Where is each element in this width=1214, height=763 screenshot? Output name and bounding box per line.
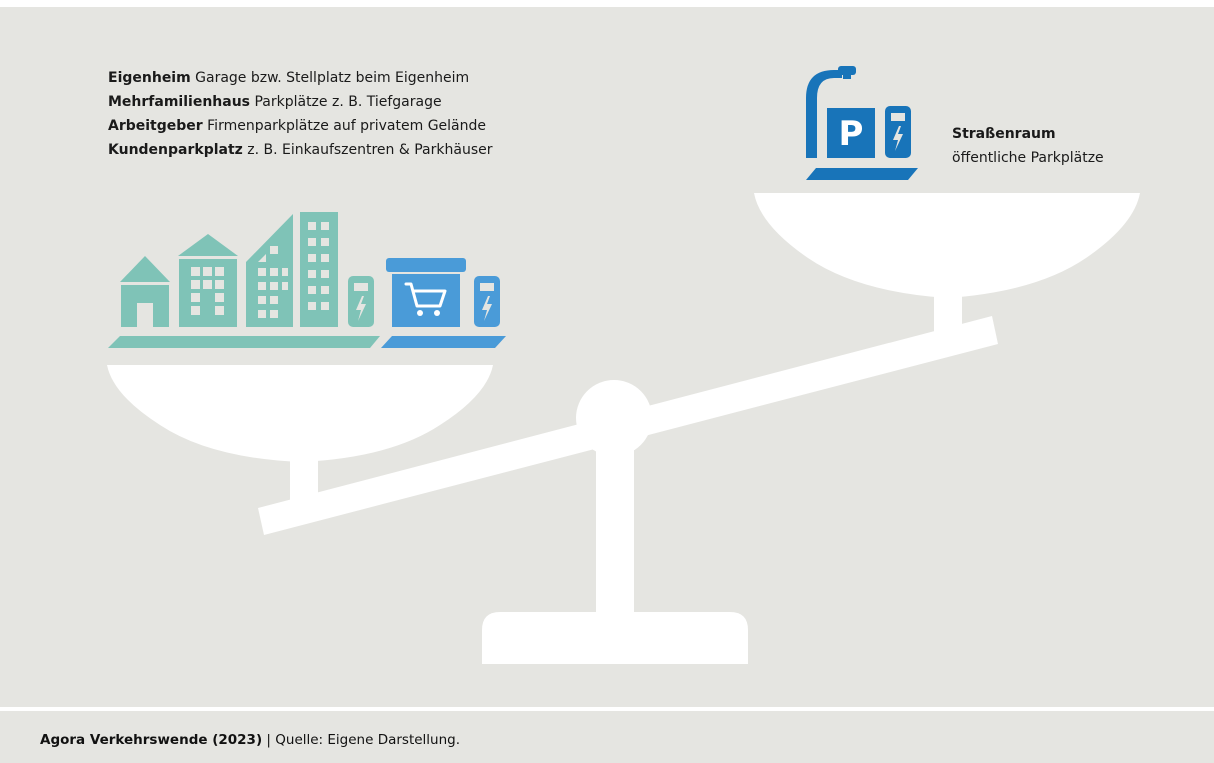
customer-platform [381,336,506,348]
footer-divider [0,707,1214,711]
top-border [0,0,1214,7]
footer: Agora Verkehrswende (2023) | Quelle: Eig… [0,711,1214,763]
charging-station-icon [348,276,374,327]
source-note: | Quelle: Eigene Darstellung. [262,732,461,748]
legend-item-eigenheim: Eigenheim Garage bzw. Stellplatz beim Ei… [108,66,492,90]
parking-sign-letter: P [839,114,864,154]
legend-term: Arbeitgeber [108,118,203,134]
scale-column [596,440,634,615]
street-term: Straßenraum [952,126,1056,142]
private-parking-legend: Eigenheim Garage bzw. Stellplatz beim Ei… [108,66,492,162]
house-icon [120,256,170,327]
shopping-cart-icon [386,258,466,327]
right-pan [754,193,1140,298]
source-caption: Agora Verkehrswende (2023) | Quelle: Eig… [40,732,460,748]
left-pan-stem [290,456,318,504]
legend-term: Eigenheim [108,70,191,86]
apartment-building-icon [178,234,238,327]
private-parking-icons [108,212,380,348]
left-pan [107,365,493,462]
right-pan-stem [934,292,962,332]
street-parking-label: Straßenraum öffentliche Parkplätze [952,122,1104,170]
street-lamp-icon [806,66,856,158]
scale-beam [258,316,998,535]
legend-term: Mehrfamilienhaus [108,94,250,110]
customer-parking-icons [381,258,506,348]
legend-item-arbeitgeber: Arbeitgeber Firmenparkplätze auf private… [108,114,492,138]
legend-item-kundenparkplatz: Kundenparkplatz z. B. Einkaufszentren & … [108,138,492,162]
legend-desc: Firmenparkplätze auf privatem Gelände [207,118,487,134]
balance-scale-illustration: P [107,66,1140,664]
charging-station-icon [474,276,500,327]
legend-desc: Parkplätze z. B. Tiefgarage [254,94,442,110]
charging-station-icon [885,106,911,158]
balance-scale [107,193,1140,664]
parking-sign-icon: P [827,108,875,158]
legend-desc: z. B. Einkaufszentren & Parkhäuser [247,142,493,158]
legend-term: Kundenparkplatz [108,142,243,158]
tower-building-icon [300,212,338,327]
street-platform [806,168,918,180]
office-building-icon [246,214,293,327]
private-platform [108,336,380,348]
street-parking-icons: P [806,66,918,180]
scale-base [482,612,748,664]
legend-item-mehrfamilienhaus: Mehrfamilienhaus Parkplätze z. B. Tiefga… [108,90,492,114]
legend-desc: Garage bzw. Stellplatz beim Eigenheim [195,70,470,86]
street-desc: öffentliche Parkplätze [952,150,1104,166]
source-author: Agora Verkehrswende (2023) [40,732,263,748]
